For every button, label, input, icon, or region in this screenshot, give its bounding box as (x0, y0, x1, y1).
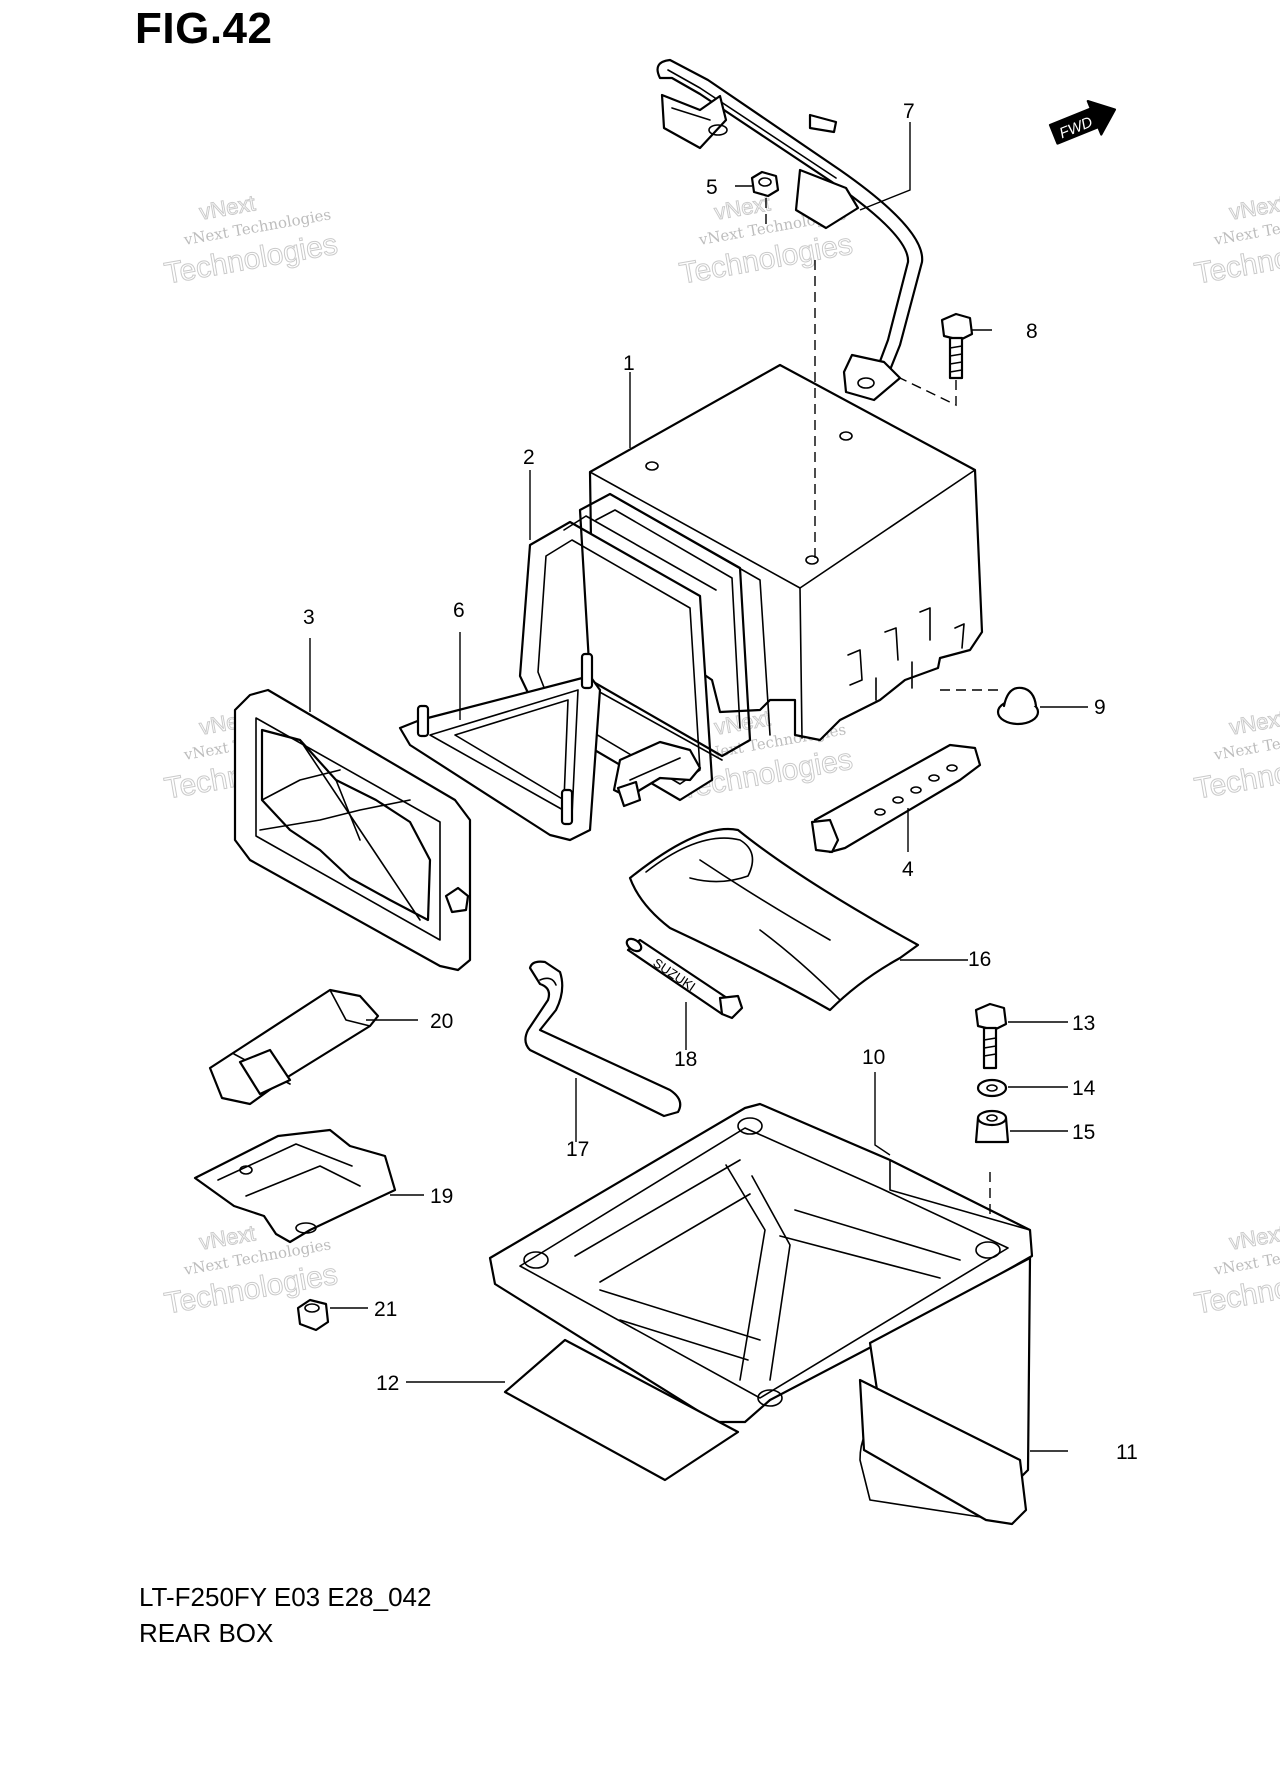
part-19-bracket[interactable] (193, 1128, 397, 1244)
callout-21[interactable]: 21 (374, 1298, 397, 1321)
watermark-vnext-text: vNext (1227, 190, 1280, 224)
part-11-side-panel[interactable] (858, 1256, 1032, 1526)
figure-name: REAR BOX (139, 1618, 274, 1648)
part-9-grommet[interactable] (996, 686, 1040, 726)
part-latch-hook[interactable] (612, 740, 702, 808)
callout-11[interactable]: 11 (1116, 1441, 1138, 1464)
callout-7[interactable]: 7 (903, 100, 915, 123)
part-10-base-frame[interactable] (488, 1102, 1034, 1424)
callout-9[interactable]: 9 (1094, 696, 1106, 719)
callout-2[interactable]: 2 (523, 446, 535, 469)
part-5-nut[interactable] (750, 170, 780, 198)
part-16-tool-bag[interactable] (628, 828, 920, 1012)
assembly-lines (765, 198, 998, 1218)
callout-13[interactable]: 13 (1072, 1012, 1095, 1035)
callout-14[interactable]: 14 (1072, 1077, 1096, 1100)
part-7-carrier-handle[interactable] (656, 58, 924, 402)
figure-title: FIG.42 (135, 4, 273, 53)
leader-lines (309, 122, 1088, 1452)
watermark-vnext-text: vNext (1227, 705, 1280, 739)
part-6-lock-plate[interactable] (398, 652, 602, 842)
callout-20[interactable]: 20 (430, 1010, 453, 1033)
part-21-nut[interactable] (296, 1298, 330, 1332)
part-4-strap[interactable] (810, 743, 982, 854)
callout-5[interactable]: 5 (706, 176, 718, 199)
callout-19[interactable]: 19 (430, 1185, 453, 1208)
part-3-lid-frame[interactable] (233, 688, 472, 972)
part-8-bolt[interactable] (940, 312, 974, 380)
watermark-vnext-text: vNext (1227, 1220, 1280, 1254)
callout-12[interactable]: 12 (376, 1372, 399, 1395)
part-20-clamp[interactable] (208, 988, 380, 1106)
callout-10[interactable]: 10 (862, 1046, 885, 1069)
callout-4[interactable]: 4 (902, 858, 914, 881)
callout-16[interactable]: 16 (968, 948, 991, 971)
callout-18[interactable]: 18 (674, 1048, 697, 1071)
part-13-bolt[interactable] (974, 1002, 1008, 1070)
part-15-spacer[interactable] (974, 1109, 1010, 1144)
callout-labels: 1 2 3 4 5 6 7 8 9 10 11 12 13 14 15 16 1… (303, 100, 1138, 1464)
callout-15[interactable]: 15 (1072, 1121, 1095, 1144)
model-code: LT-F250FY E03 E28_042 (139, 1582, 432, 1612)
fwd-arrow-icon: FWD (1048, 99, 1117, 145)
callout-6[interactable]: 6 (453, 599, 465, 622)
fwd-label: FWD (1057, 114, 1095, 143)
callout-8[interactable]: 8 (1026, 320, 1038, 343)
callout-17[interactable]: 17 (566, 1138, 589, 1161)
part-17-wrench[interactable] (524, 960, 682, 1118)
part-12-pad[interactable] (503, 1338, 740, 1482)
callout-3[interactable]: 3 (303, 606, 315, 629)
part-14-washer[interactable] (976, 1078, 1008, 1098)
callout-1[interactable]: 1 (623, 352, 635, 375)
